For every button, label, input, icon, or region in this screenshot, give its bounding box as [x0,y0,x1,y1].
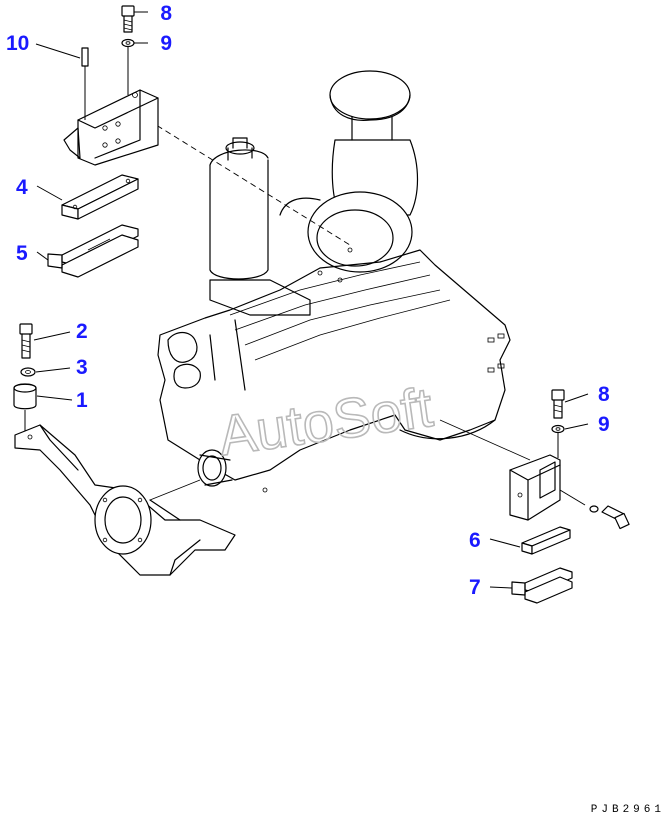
pin-10 [81,47,89,120]
bolt-8-top [121,5,135,33]
washer-3 [20,367,36,377]
washer-9-top [121,38,135,95]
drawing-code: PJB2961 [591,804,665,816]
watermark-text: AutoSoft [215,375,437,467]
callout-5: 5 [16,242,28,265]
callout-leaders [33,11,589,589]
callout-9-right: 9 [598,413,610,436]
callout-6: 6 [469,529,481,552]
callout-9-top: 9 [160,32,172,55]
engine-assembly [139,70,531,493]
callout-2: 2 [76,320,88,343]
callout-3: 3 [76,356,88,379]
callout-4: 4 [16,176,28,199]
callout-8-top: 8 [160,2,172,25]
rear-mount-bracket [509,454,586,521]
bolt-8-right [551,389,565,419]
cushion-1 [13,383,37,432]
shim-5 [47,224,139,278]
bolt-horizontal [589,505,630,530]
washer-9-right [551,424,565,458]
front-support-bracket [14,424,236,576]
spacer-6 [521,526,571,555]
callout-1: 1 [76,389,88,412]
callout-7: 7 [469,576,481,599]
callout-10: 10 [6,32,29,55]
spacer-4 [61,174,139,220]
callout-8-right: 8 [598,383,610,406]
shim-7 [511,567,573,604]
bolt-2 [19,323,33,359]
top-mount-bracket [63,89,159,166]
